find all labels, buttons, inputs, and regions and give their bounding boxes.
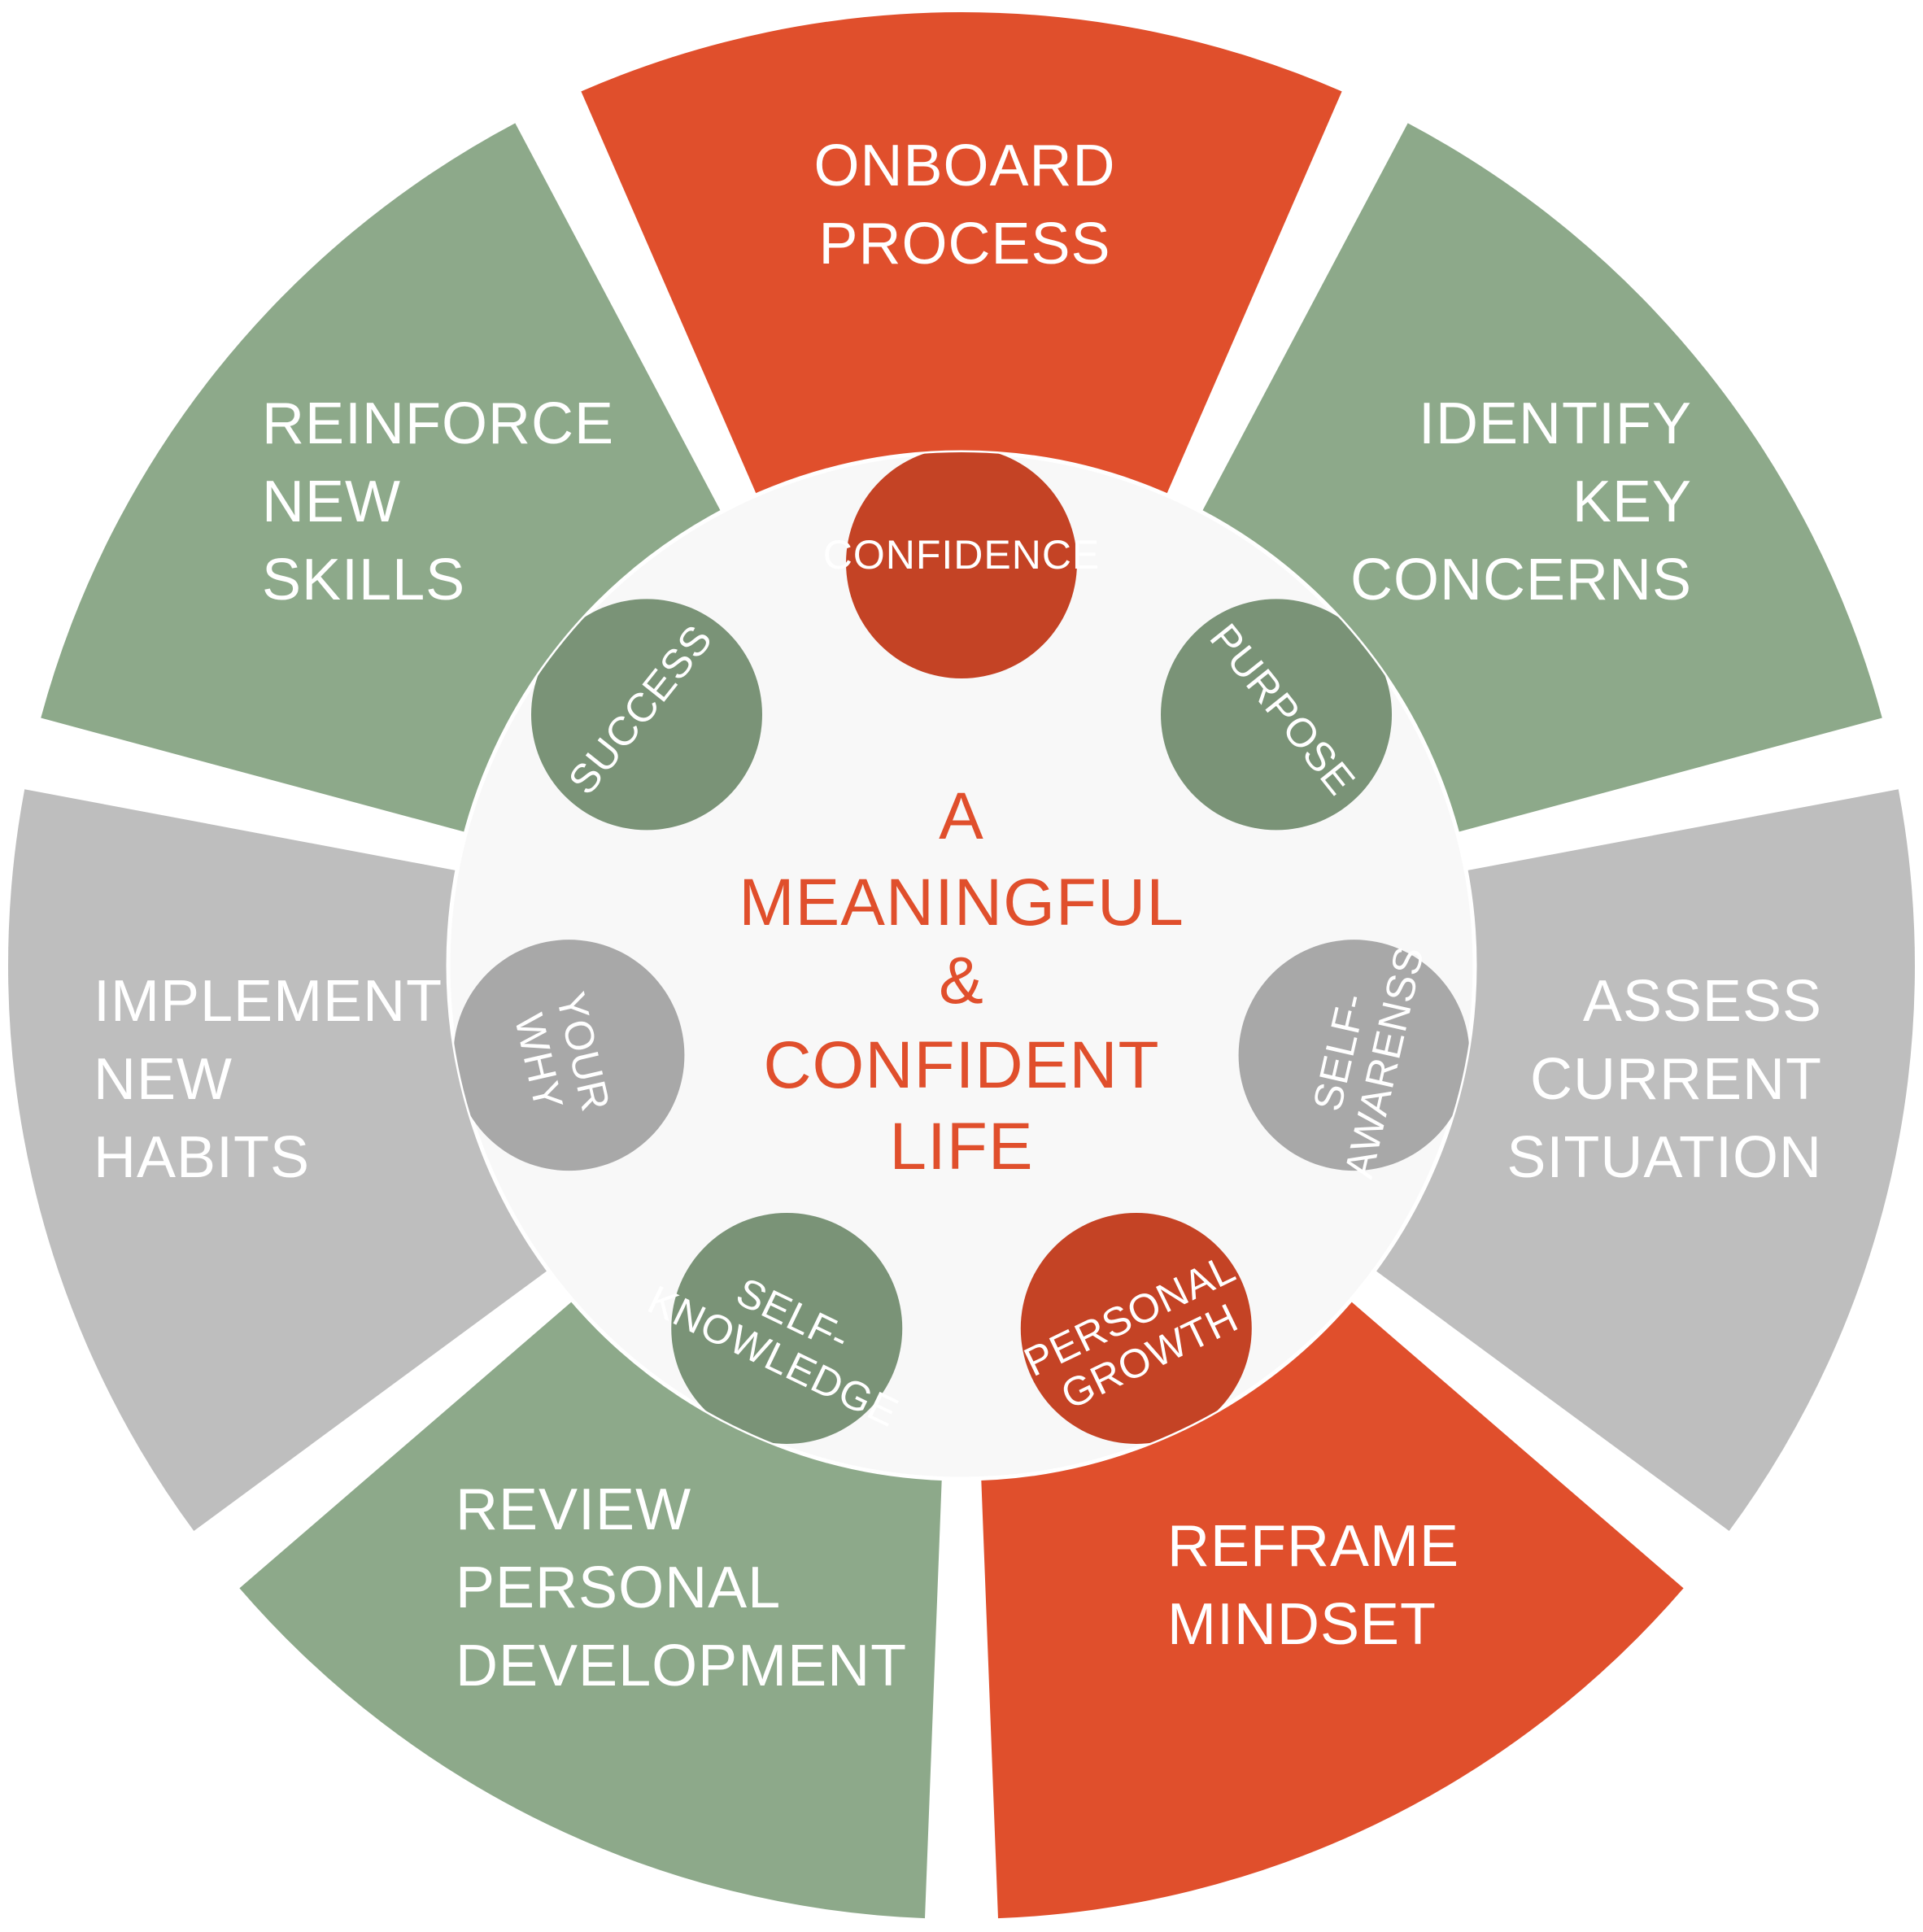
segment-identify-label-2: KEY <box>1572 469 1692 534</box>
lobe-self-awareness <box>1238 940 1470 1171</box>
segment-implement-label-3: HABITS <box>94 1125 310 1190</box>
segment-review <box>239 1290 943 1919</box>
lobe-personal-growth <box>1020 1212 1252 1444</box>
lobe-confidence-label-1: CONFIDENCE <box>823 532 1101 578</box>
segment-implement-label-2: NEW <box>94 1047 233 1112</box>
lobe-your-why <box>453 940 685 1171</box>
segment-onboard <box>581 12 1342 510</box>
center-line-3: & <box>939 944 984 1018</box>
center-title: A MEANINGFUL & CONFIDENT LIFE <box>739 779 1184 1184</box>
segment-reframe-label-2: MINDSET <box>1167 1592 1437 1657</box>
center-line-4: CONFIDENT <box>763 1028 1159 1102</box>
segment-assess-label-3: SITUATION <box>1507 1125 1822 1190</box>
center-line-2: MEANINGFUL <box>739 866 1184 940</box>
segment-onboard-label-1: ONBOARD <box>813 133 1115 198</box>
segment-reinforce-label-2: NEW <box>262 469 401 534</box>
segment-reinforce-label-3: SKILLS <box>262 547 465 613</box>
lobe-success <box>530 599 762 831</box>
segment-assess <box>1361 789 1915 1532</box>
segment-assess-label-1: ASSESS <box>1583 969 1822 1034</box>
lobe-confidence <box>846 452 1077 678</box>
segment-implement <box>7 789 562 1532</box>
segment-reframe-label-1: REFRAME <box>1167 1514 1459 1579</box>
segment-reinforce-label-1: REINFORCE <box>262 391 614 456</box>
segment-implement-label-1: IMPLEMENT <box>94 969 443 1034</box>
inner-lobes <box>453 452 1470 1444</box>
segment-review-label-3: DEVELOPMENT <box>456 1633 907 1699</box>
center-line-5: LIFE <box>889 1110 1033 1184</box>
segment-assess-label-2: CURRENT <box>1530 1047 1822 1112</box>
lobe-confidence-text: CONFIDENCE <box>823 532 1101 578</box>
lobe-self-knowledge <box>671 1212 903 1444</box>
center-line-1: A <box>939 779 984 853</box>
segment-onboard-label-2: PROCESS <box>818 212 1110 277</box>
segment-identify-label-1: IDENTIFY <box>1419 391 1692 456</box>
lobe-purpose <box>1161 599 1393 831</box>
segment-identify-label-3: CONCERNS <box>1350 547 1692 613</box>
segment-review-label-2: PERSONAL <box>456 1555 781 1620</box>
segment-reframe <box>980 1290 1684 1919</box>
segment-review-label-1: REVIEW <box>456 1477 691 1542</box>
